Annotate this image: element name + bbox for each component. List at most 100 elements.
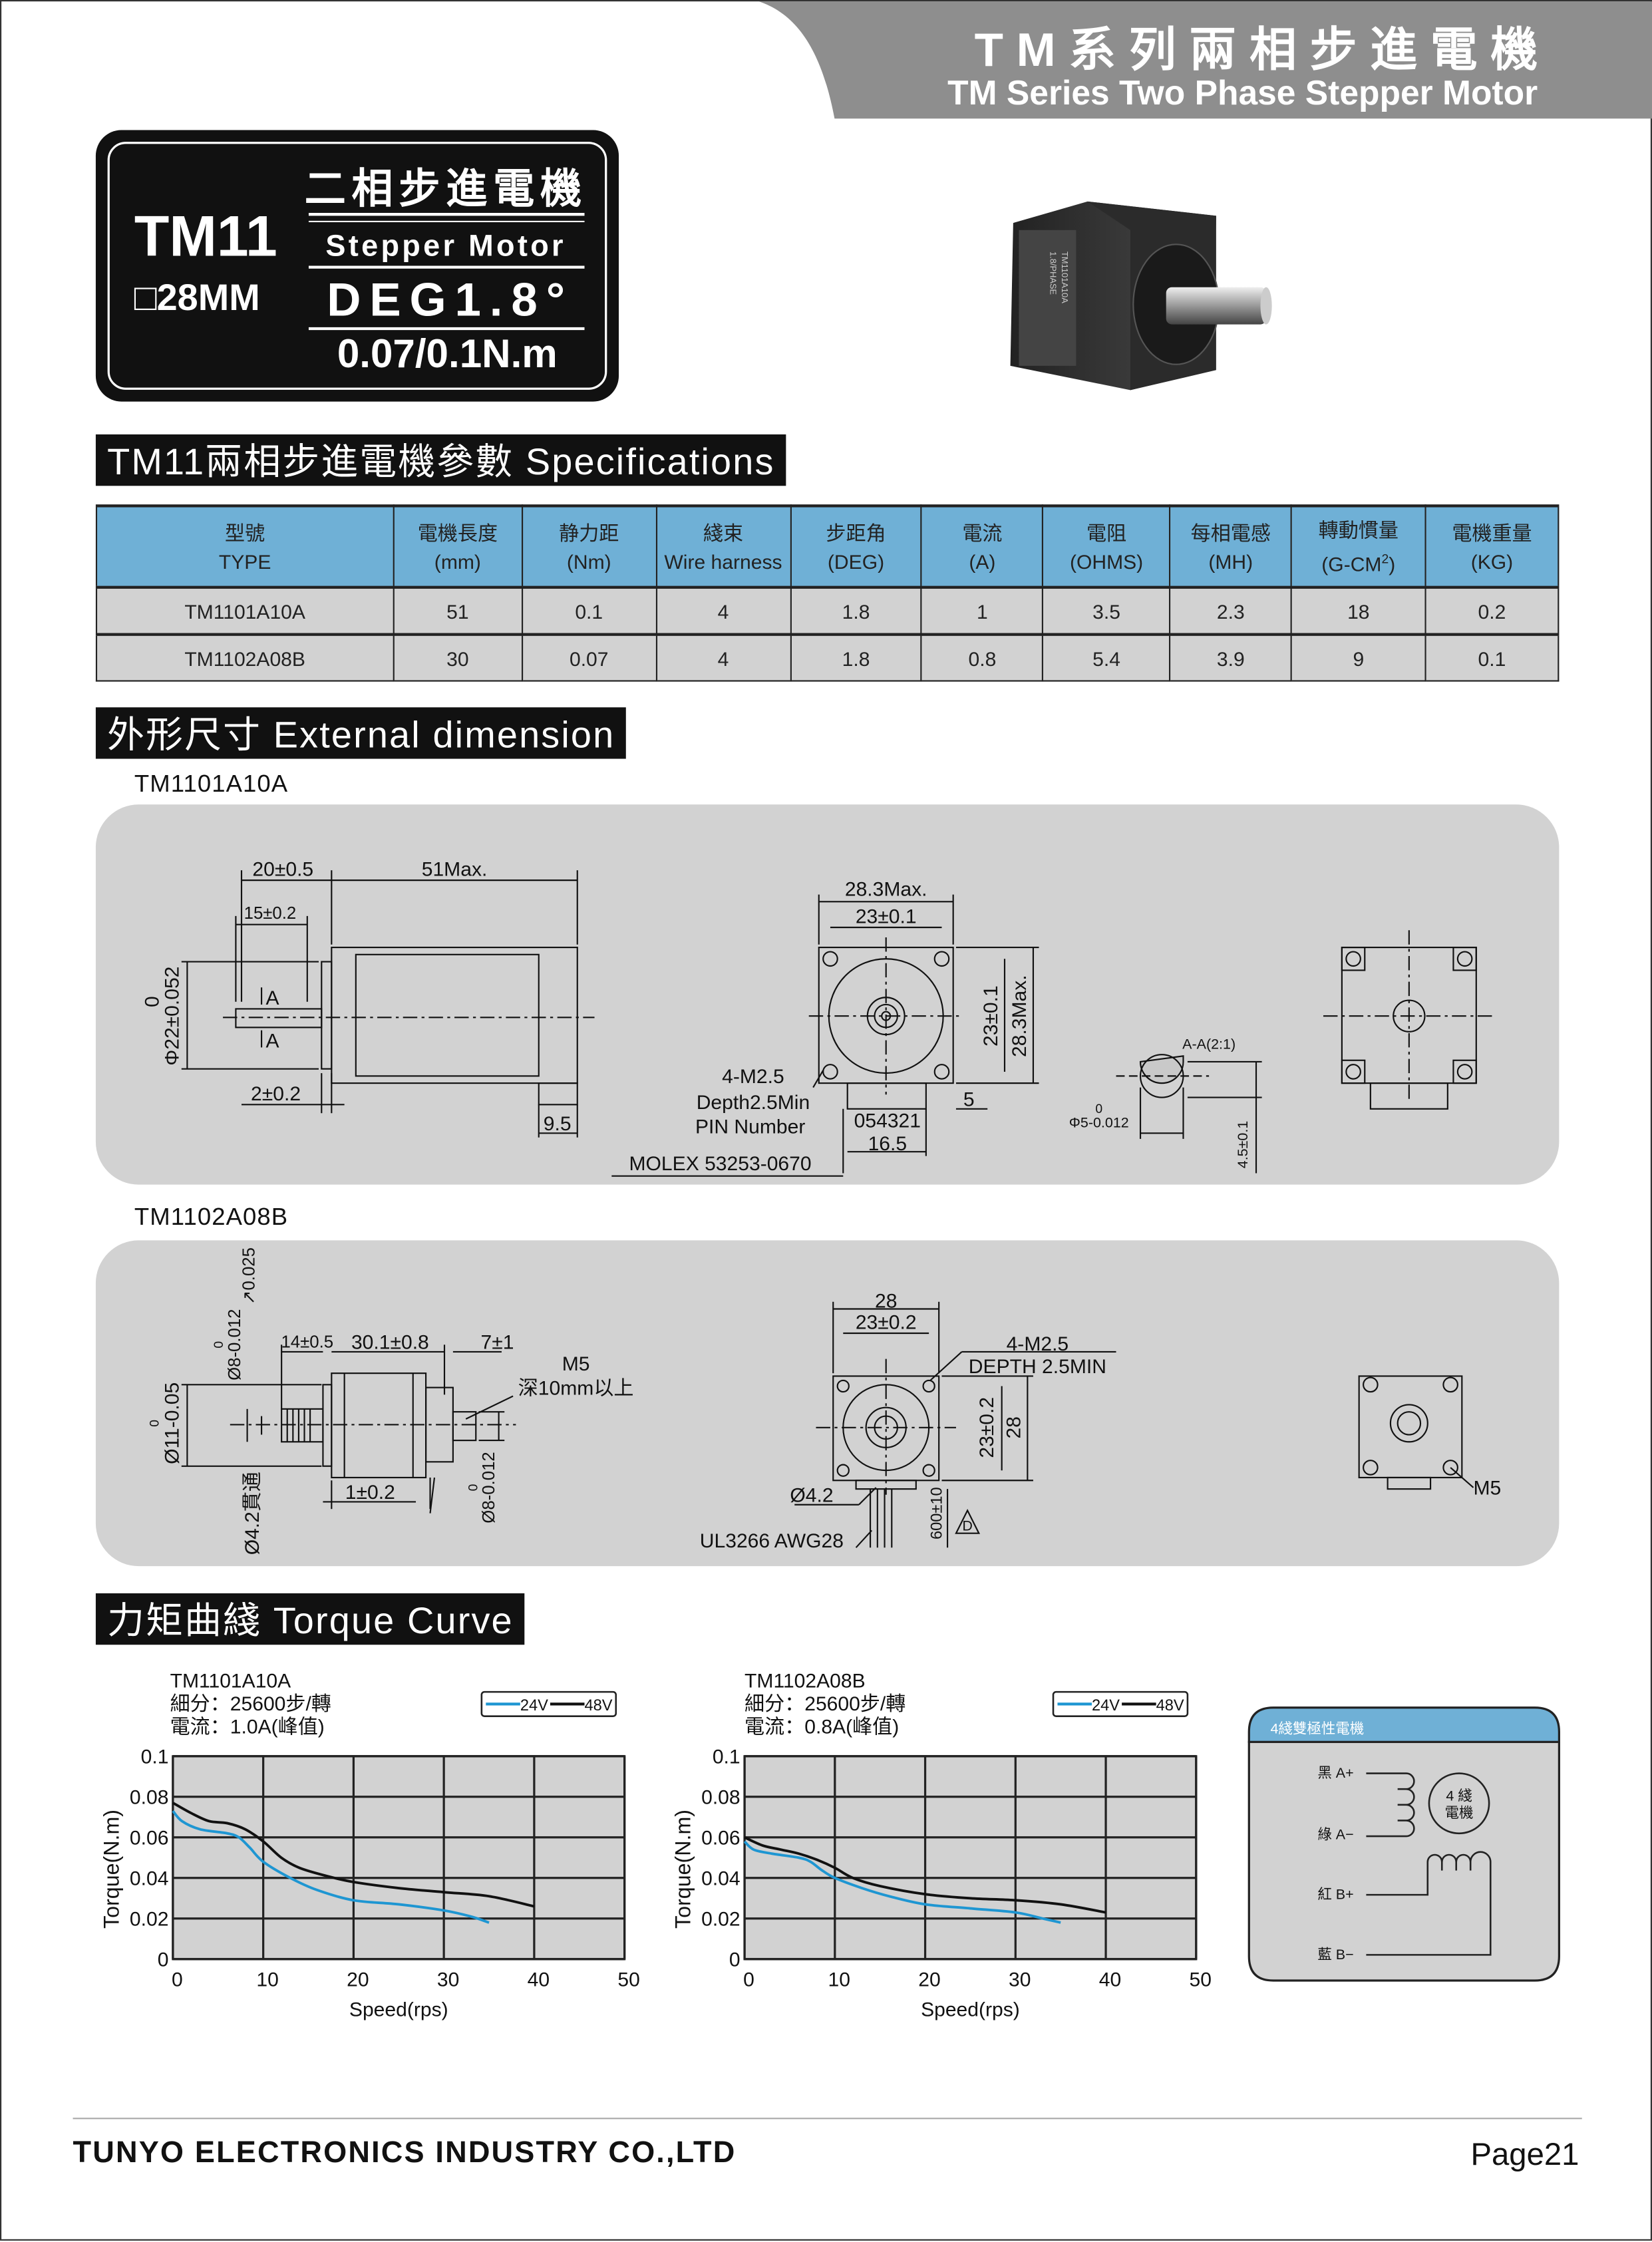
x-tick-label: 10 — [828, 1969, 850, 1991]
motor-symbol-icon — [1428, 1772, 1490, 1835]
x-tick-label: 20 — [918, 1969, 940, 1991]
series-line-24V — [172, 1810, 490, 1924]
column-header-step-angle: 步距角(DEG) — [789, 505, 923, 588]
footer-divider — [73, 2118, 1582, 2120]
legend-label: 24V — [520, 1697, 548, 1714]
y-tick-label: 0.02 — [701, 1909, 741, 1931]
product-step-angle: DEG1.8° — [327, 274, 574, 327]
cell-resistance: 3.5 — [1042, 586, 1171, 635]
column-header-holding-torque: 静力距(Nm) — [521, 505, 657, 588]
chart-subdivision: 細分：25600步/轉 — [744, 1693, 906, 1715]
dimension-model-1-label: TM1101A10A — [134, 770, 289, 798]
wire-label-b-plus: 紅 B+ — [1317, 1887, 1353, 1903]
y-tick-label: 0.06 — [701, 1828, 741, 1849]
series-line-24V — [743, 1840, 1061, 1924]
dim-label: 0 — [1095, 1102, 1102, 1116]
dim-label: Ø4.2 — [790, 1484, 833, 1506]
series-line-48V — [744, 1836, 1106, 1914]
column-header-current: 電流(A) — [921, 505, 1044, 588]
y-tick-label: 0.04 — [701, 1868, 741, 1890]
dim-label: 15±0.2 — [244, 904, 297, 923]
dim-label: 23±0.2 — [976, 1397, 998, 1458]
dim-label: Ø8-0.012 — [480, 1452, 498, 1523]
dimension-panel-2 — [95, 1240, 1560, 1567]
dim-label: 4-M2.5 — [722, 1066, 784, 1088]
x-tick-label: 40 — [528, 1969, 550, 1991]
x-tick-label: 0 — [743, 1969, 754, 1991]
motor-label-phase: 1.8/PHASE — [1049, 251, 1059, 295]
dim-label: 20±0.5 — [252, 859, 313, 881]
x-tick-label: 0 — [172, 1969, 183, 1991]
series-line-48V — [172, 1802, 535, 1908]
dim-label: 28.3Max. — [1009, 975, 1031, 1057]
dim-label: Φ22±0.052 — [161, 967, 183, 1066]
product-frame-size: □28MM — [134, 276, 260, 318]
dim-label: 23±0.2 — [856, 1312, 917, 1334]
dim-label: 4-M2.5 — [1007, 1333, 1069, 1355]
cell-inertia: 18 — [1290, 586, 1426, 635]
dimension-heading: 外形尺寸 External dimension — [95, 707, 627, 759]
y-tick-label: 0.02 — [130, 1909, 169, 1931]
dim-label: Depth2.5Min — [697, 1092, 810, 1114]
dim-label: 0 — [466, 1484, 480, 1492]
x-axis-label: Speed(rps) — [921, 1999, 1020, 2021]
column-header-resistance: 電阻(OHMS) — [1042, 505, 1171, 588]
dim-label: M5 — [1474, 1478, 1502, 1500]
dim-label: 2±0.2 — [251, 1083, 301, 1105]
y-tick-label: 0 — [158, 1949, 169, 1971]
dimension-model-2-label: TM1102A08B — [134, 1203, 289, 1231]
x-tick-label: 30 — [1009, 1969, 1031, 1991]
coil-b-icon — [1366, 1851, 1492, 1956]
x-tick-label: 50 — [617, 1969, 639, 1991]
wiring-title: 4綫雙極性電機 — [1271, 1720, 1365, 1736]
cell-step-angle: 1.8 — [789, 586, 923, 635]
y-tick-label: 0.08 — [701, 1787, 741, 1809]
motor-symbol-label: 4 綫 — [1446, 1788, 1472, 1804]
coil-a-icon — [1366, 1772, 1415, 1838]
y-tick-label: 0.06 — [130, 1828, 169, 1849]
cell-torque: 0.1 — [521, 586, 657, 635]
x-tick-label: 10 — [256, 1969, 278, 1991]
product-model: TM11 — [134, 204, 277, 268]
dim-label: D — [962, 1518, 973, 1533]
cell-current: 1 — [921, 586, 1044, 635]
y-axis-label: Torque(N.m) — [671, 1810, 695, 1929]
dimension-panel-1 — [95, 804, 1560, 1185]
plot-area — [743, 1755, 1198, 1961]
cell-inductance: 3.9 — [1169, 633, 1293, 682]
dim-label: 0 — [212, 1341, 226, 1349]
y-tick-label: 0.08 — [130, 1787, 169, 1809]
chart-subdivision: 細分：25600步/轉 — [170, 1693, 331, 1715]
chart-2-titles: TM1102A08B 細分：25600步/轉 電流：0.8A(峰值) — [744, 1671, 906, 1738]
dim-label: 9.5 — [544, 1113, 572, 1135]
dim-label: Ø11-0.05 — [161, 1382, 183, 1464]
cell-step-angle: 1.8 — [789, 633, 923, 682]
dim-label: 0 — [141, 996, 163, 1007]
cell-length: 30 — [393, 633, 523, 682]
cell-resistance: 5.4 — [1042, 633, 1171, 682]
dim-label: 0 — [148, 1420, 162, 1427]
y-tick-label: 0.1 — [141, 1746, 169, 1768]
y-tick-label: 0.1 — [713, 1746, 741, 1768]
motor-label-model: TM1101A10A — [1060, 251, 1070, 303]
cell-current: 0.8 — [921, 633, 1044, 682]
wire-label-a-minus: 綠 A− — [1317, 1826, 1353, 1842]
dim-label: 5 — [963, 1088, 975, 1110]
dim-label: 28.3Max. — [845, 879, 927, 901]
footer-page-number: Page21 — [1470, 2136, 1579, 2172]
dim-label: 14±0.5 — [281, 1333, 333, 1351]
product-torque: 0.07/0.1N.m — [337, 331, 558, 376]
